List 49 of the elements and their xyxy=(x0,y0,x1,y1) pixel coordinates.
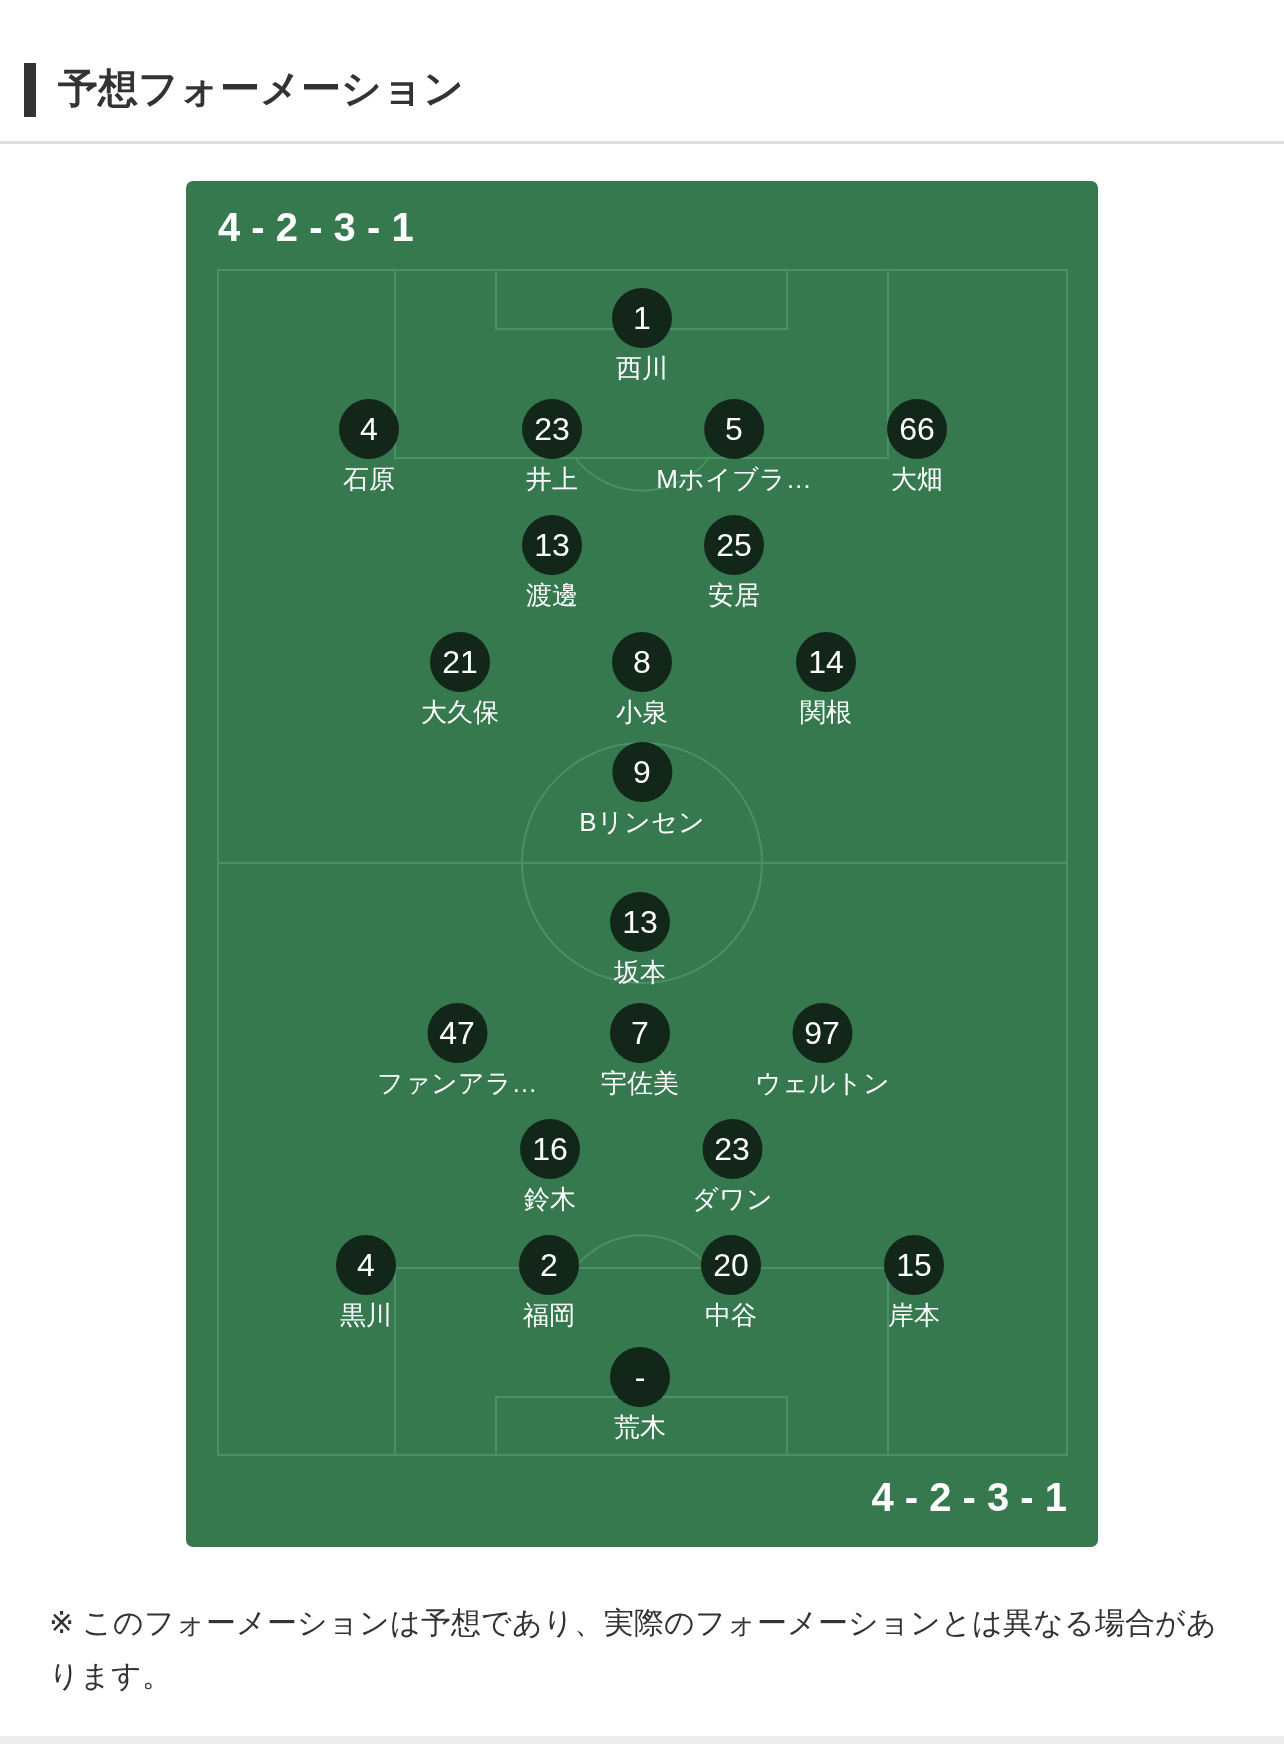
player-name: 岸本 xyxy=(888,1299,940,1331)
player-number-marker: 4 xyxy=(339,399,399,459)
formation-label: 4 - 2 - 3 - 1 xyxy=(218,204,414,251)
page-title: 予想フォーメーション xyxy=(58,65,464,112)
player-name: 坂本 xyxy=(614,956,666,988)
player-number-marker: 20 xyxy=(701,1235,761,1295)
player-number-marker: 47 xyxy=(427,1003,487,1063)
player-name: 黒川 xyxy=(340,1299,392,1331)
player-name: 安居 xyxy=(708,579,760,611)
player-number-marker: 23 xyxy=(522,399,582,459)
player-name: 小泉 xyxy=(616,696,668,728)
player-name: 大久保 xyxy=(421,696,499,728)
player-number-marker: 13 xyxy=(610,892,670,952)
formation-label: 4 - 2 - 3 - 1 xyxy=(871,1474,1067,1521)
disclaimer-note: ※ このフォーメーションは予想であり、実際のフォーメーションとは異なる場合があります。 xyxy=(49,1605,1219,1694)
player-number-marker: 5 xyxy=(704,399,764,459)
player-name: ダワン xyxy=(691,1183,773,1215)
player-name: 大畑 xyxy=(891,463,943,495)
player-number-marker: 1 xyxy=(612,288,672,348)
football-pitch xyxy=(186,181,1098,1547)
player-number-marker: 8 xyxy=(612,632,672,692)
player-number-marker: 7 xyxy=(610,1003,670,1063)
player-number-marker: 2 xyxy=(519,1235,579,1295)
player-name: ファンアラ… xyxy=(376,1067,538,1099)
player-name: 福岡 xyxy=(523,1299,575,1331)
player-number-marker: 13 xyxy=(522,515,582,575)
player-name: 渡邊 xyxy=(526,579,578,611)
player-number-marker: 23 xyxy=(702,1119,762,1179)
player-name: 西川 xyxy=(616,352,668,384)
player-number-marker: 15 xyxy=(884,1235,944,1295)
player-name: 荒木 xyxy=(614,1411,666,1443)
player-number-marker: 4 xyxy=(336,1235,396,1295)
player-name: 宇佐美 xyxy=(601,1067,679,1099)
player-name: 中谷 xyxy=(705,1299,757,1331)
player-name: 井上 xyxy=(526,463,578,495)
player-number-marker: 16 xyxy=(520,1119,580,1179)
player-number-marker: 97 xyxy=(792,1003,852,1063)
player-name: Bリンセン xyxy=(579,806,705,838)
player-number-marker: 14 xyxy=(796,632,856,692)
player-number-marker: 9 xyxy=(612,742,672,802)
player-name: 鈴木 xyxy=(524,1183,576,1215)
player-number-marker: 21 xyxy=(430,632,490,692)
player-number-marker: 66 xyxy=(887,399,947,459)
player-name: 石原 xyxy=(343,463,395,495)
player-number-marker: - xyxy=(610,1347,670,1407)
player-number-marker: 25 xyxy=(704,515,764,575)
player-name: ウェルトン xyxy=(754,1067,890,1099)
player-name: 関根 xyxy=(800,696,852,728)
player-name: Mホイブラ… xyxy=(656,463,812,495)
